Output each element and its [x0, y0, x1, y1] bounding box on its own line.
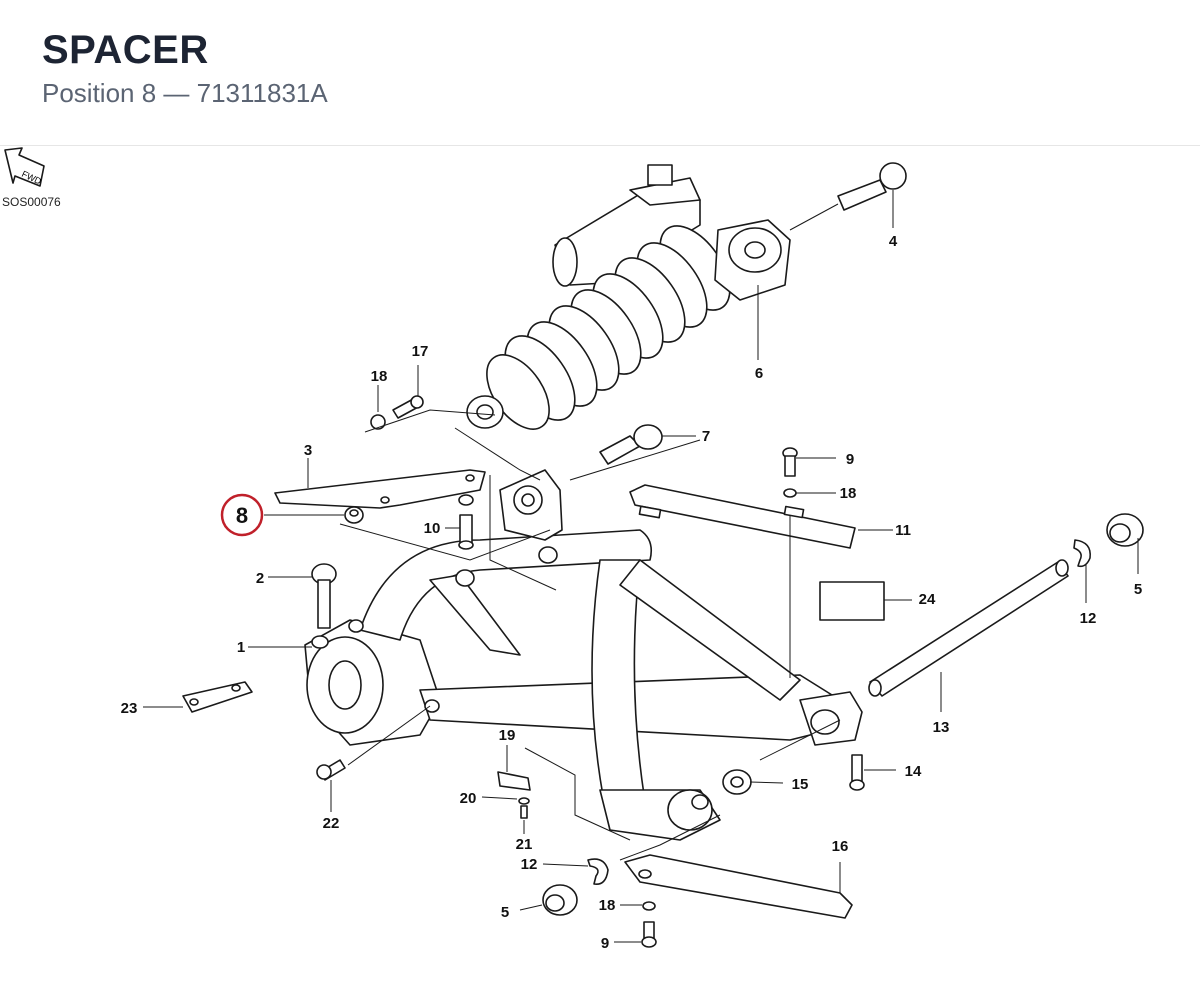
- callout-19: 19: [499, 727, 516, 744]
- bolt-2: [311, 563, 337, 649]
- label-24: [819, 581, 885, 621]
- callout-5-right: 5: [1134, 581, 1142, 598]
- washer-15: [722, 769, 752, 795]
- callout-16: 16: [832, 838, 849, 855]
- callout-7: 7: [702, 428, 710, 445]
- shock-absorber: [466, 164, 791, 430]
- leader-lines: [143, 203, 1139, 943]
- bolt-7: [599, 424, 696, 465]
- bolt-22: [316, 759, 346, 781]
- callout-9-upper: 9: [846, 451, 854, 468]
- callout-15: 15: [792, 776, 809, 793]
- spacer-8: [344, 506, 364, 524]
- page-title: SPACER: [42, 28, 209, 72]
- header: SPACER Position 8 — 71311831A: [0, 0, 1200, 146]
- callout-3: 3: [304, 442, 312, 459]
- cap-5-right: [1106, 513, 1144, 547]
- callout-6: 6: [755, 365, 763, 382]
- chain-guide-11: [629, 484, 856, 549]
- callout-14: 14: [905, 763, 922, 780]
- callout-17: 17: [412, 343, 429, 360]
- callout-22: 22: [323, 815, 340, 832]
- fwd-arrow-icon: FWD: [4, 147, 45, 187]
- callout-9-lower: 9: [601, 935, 609, 952]
- plate-23: [182, 681, 253, 713]
- circlip-12-right: [1073, 539, 1092, 568]
- clip-19: [497, 771, 531, 819]
- bolt-14: [849, 754, 865, 791]
- diagram-code: SOS00076: [2, 195, 61, 209]
- callout-18-mid: 18: [840, 485, 857, 502]
- callout-18-lower: 18: [599, 897, 616, 914]
- callout-24: 24: [919, 591, 936, 608]
- bolt-17: [370, 395, 424, 430]
- guide-16: [624, 854, 853, 919]
- callout-21: 21: [516, 836, 533, 853]
- callout-11: 11: [895, 522, 911, 539]
- bolt-9-lower: [641, 901, 657, 948]
- callout-10: 10: [424, 520, 441, 537]
- callout-2: 2: [256, 570, 264, 587]
- page-subtitle: Position 8 — 71311831A: [42, 78, 328, 108]
- callout-20: 20: [460, 790, 477, 807]
- callout-12-right: 12: [1080, 610, 1097, 627]
- bolt-10: [458, 494, 474, 550]
- bolt-9-upper: [782, 447, 798, 498]
- circlip-12-lower: [587, 858, 609, 886]
- callout-5-lower: 5: [501, 904, 509, 921]
- bracket-3: [274, 469, 486, 509]
- axle-13: [868, 559, 1069, 697]
- callout-1: 1: [237, 639, 245, 656]
- callout-13: 13: [933, 719, 950, 736]
- callout-4: 4: [889, 233, 898, 250]
- callout-8[interactable]: 8: [236, 503, 248, 528]
- shock-spring: [486, 225, 731, 430]
- callout-12-lower: 12: [521, 856, 538, 873]
- cap-5-lower: [542, 884, 578, 916]
- callout-18-top: 18: [371, 368, 388, 385]
- bolt-4: [837, 162, 907, 228]
- callout-23: 23: [121, 700, 138, 717]
- highlight-ring[interactable]: [220, 493, 264, 537]
- callouts: 1 2 3 4 5 5 6 7 9 9 10 11 12 12 13 14 15…: [121, 233, 1143, 952]
- swing-arm-frame: [304, 469, 863, 841]
